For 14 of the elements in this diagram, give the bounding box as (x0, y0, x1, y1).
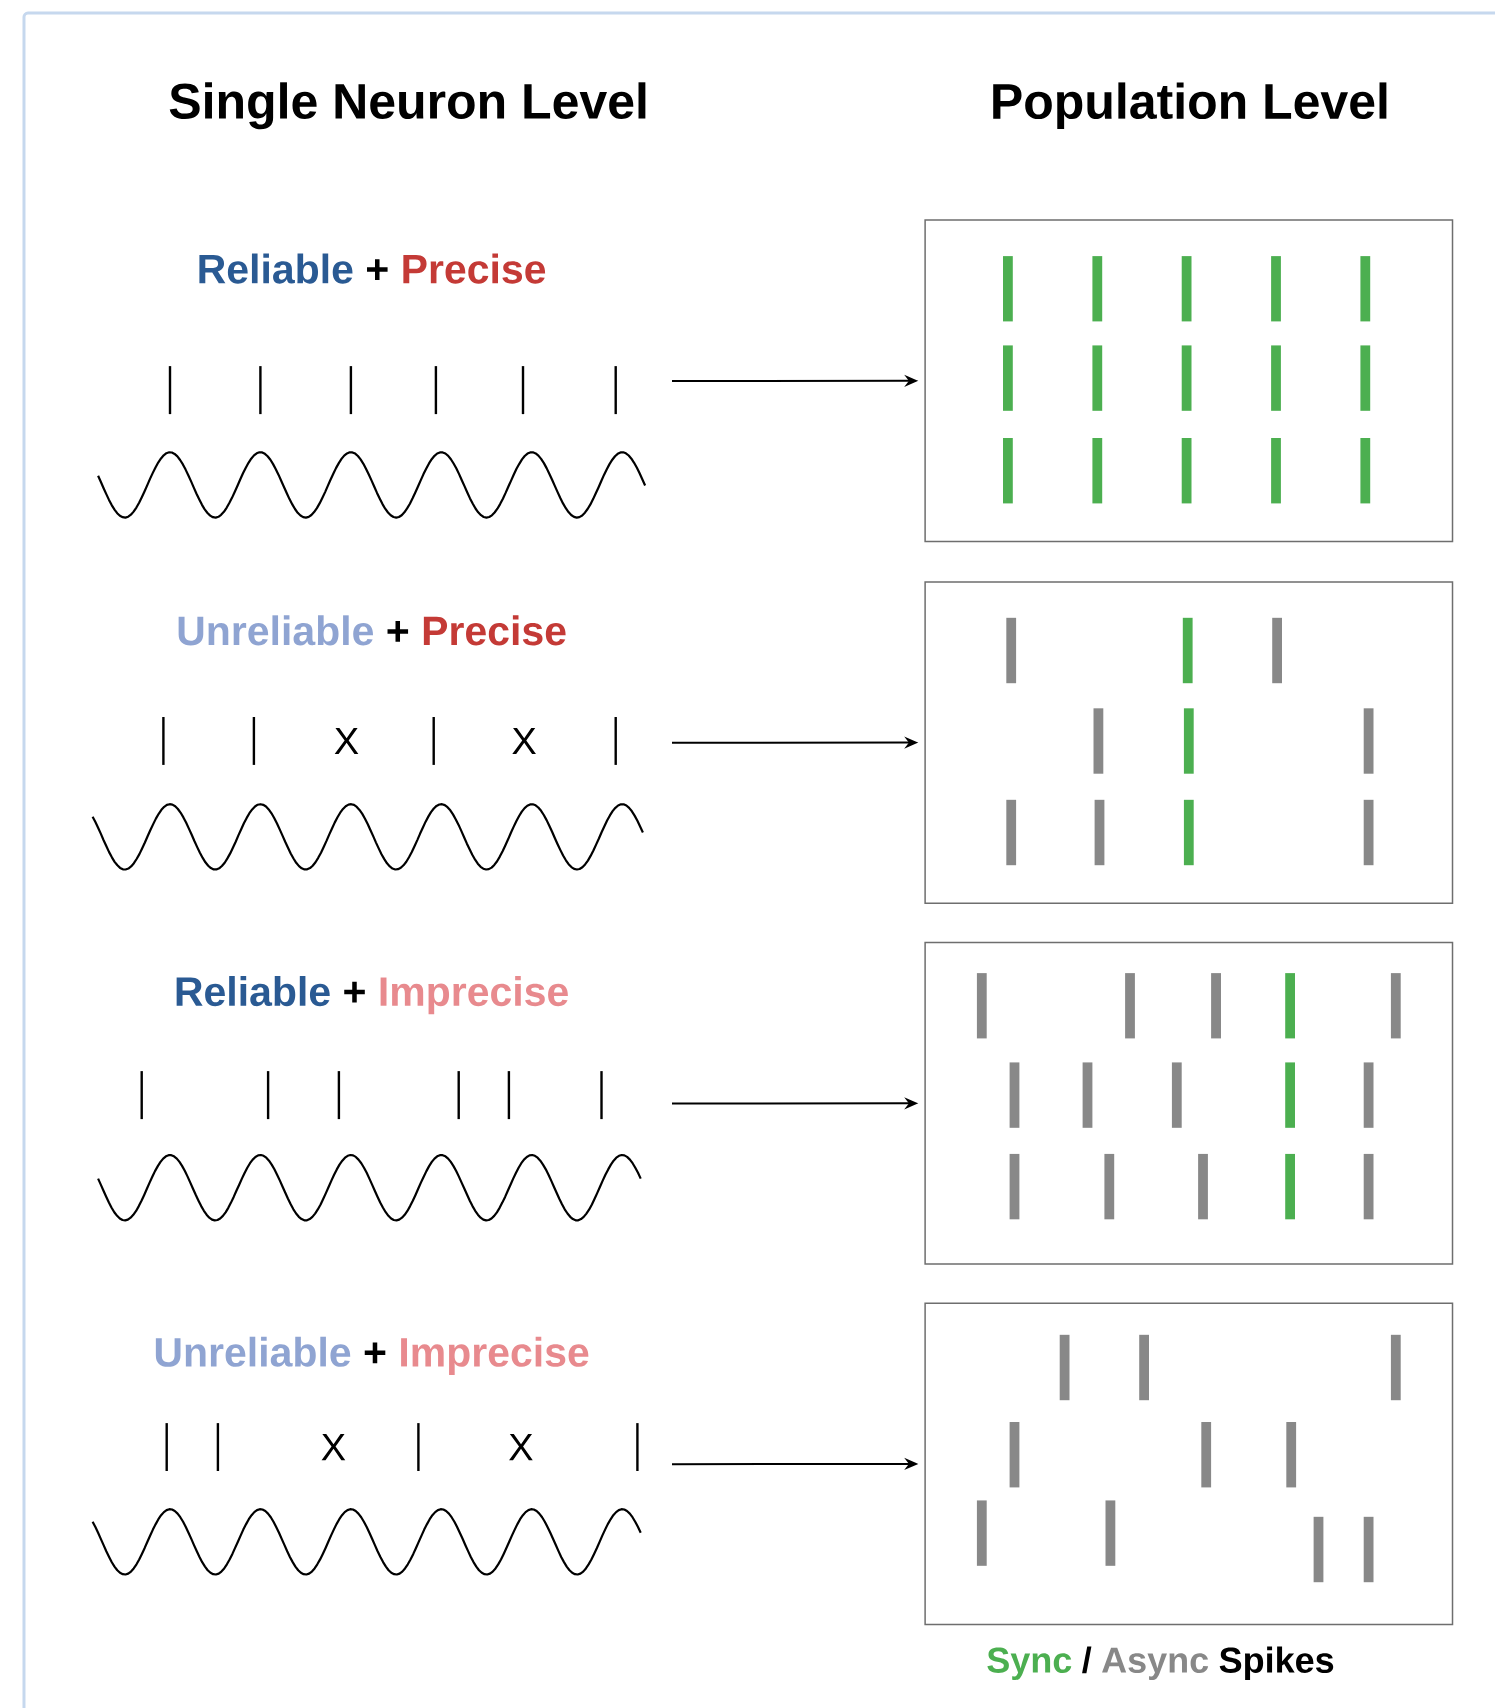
missed-spike-mark: X (334, 727, 359, 755)
missed-spike-mark: X (321, 1434, 346, 1461)
raster-panel (924, 219, 1454, 543)
raster-panel (924, 581, 1454, 905)
missed-spike-mark: X (512, 727, 536, 755)
spike-train-label: Unreliable + Precise (178, 615, 566, 646)
column-heading: Population Level (993, 82, 1387, 129)
spike-train-label: Unreliable + Imprecise (155, 1336, 589, 1375)
spike-train-label: Reliable + Precise (199, 253, 546, 284)
missed-spike-mark: X (509, 1434, 533, 1461)
raster-panel (924, 941, 1454, 1265)
raster-panel (924, 1302, 1454, 1626)
column-heading: Single Neuron Level (169, 82, 646, 130)
spike-train-label: Reliable + Imprecise (176, 976, 568, 1015)
